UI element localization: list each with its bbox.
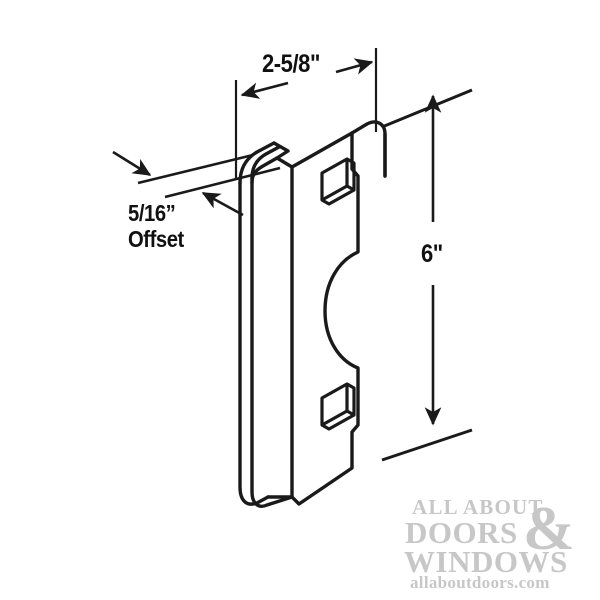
offset-dimension bbox=[112, 150, 281, 217]
upper-square-hole bbox=[320, 157, 356, 206]
part-z-fold-lower bbox=[250, 156, 279, 185]
logo-line-windows: WINDOWS bbox=[404, 544, 568, 579]
upper-hole-thickness bbox=[346, 157, 356, 192]
part-flange-outer-edge bbox=[238, 181, 270, 506]
watermark-logo: ALL ABOUT DOORS WINDOWS & allaboutdoors.… bbox=[404, 497, 596, 593]
lower-hole-thickness bbox=[346, 382, 356, 417]
lower-square-hole bbox=[320, 382, 356, 431]
offset-caption-text: Offset bbox=[128, 225, 184, 252]
part-flange-inner-vertical bbox=[250, 176, 294, 508]
offset-dimension-label: 5/16” Offset bbox=[128, 200, 184, 253]
width-arrow-left bbox=[240, 81, 289, 99]
offset-arrow-lower bbox=[201, 191, 244, 217]
height-extension-top bbox=[381, 88, 473, 129]
logo-wordmark: ALL ABOUT DOORS WINDOWS bbox=[404, 495, 568, 579]
part-top-corner bbox=[350, 120, 387, 178]
offset-arrow-upper bbox=[112, 150, 152, 177]
lower-hole-bottom-thickness bbox=[321, 413, 355, 431]
part-z-fold-upper bbox=[272, 141, 294, 169]
part-main-face bbox=[290, 131, 360, 506]
width-arrow-right bbox=[335, 58, 374, 75]
width-dimension bbox=[234, 48, 378, 180]
offset-line-upper bbox=[137, 153, 254, 185]
part-outline bbox=[238, 120, 387, 508]
offset-value-text: 5/16” bbox=[128, 200, 176, 226]
height-dimension-label: 6" bbox=[421, 240, 443, 268]
lower-hole-opening bbox=[320, 382, 349, 427]
offset-line-lower bbox=[164, 166, 281, 199]
upper-hole-opening bbox=[320, 157, 349, 202]
part-top-edge bbox=[290, 131, 354, 169]
width-dimension-label: 2-5/8" bbox=[262, 50, 320, 78]
height-extension-bottom bbox=[381, 428, 473, 462]
logo-website-url: allaboutdoors.com bbox=[410, 573, 550, 592]
upper-hole-bottom-thickness bbox=[321, 188, 355, 206]
logo-ampersand: & bbox=[523, 495, 575, 563]
logo-line-doors: DOORS bbox=[405, 515, 518, 550]
height-dimension bbox=[381, 88, 473, 462]
logo-line-all-about: ALL ABOUT bbox=[412, 495, 544, 519]
